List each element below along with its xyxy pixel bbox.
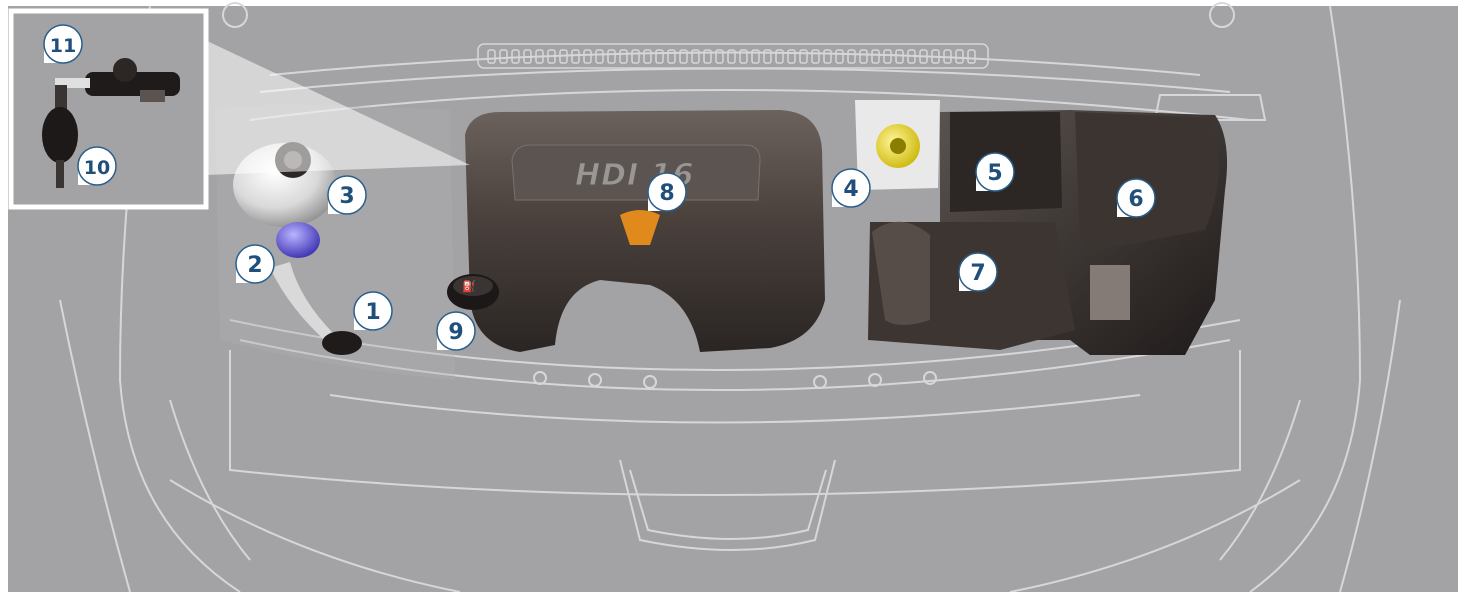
callout-2-label: 2: [247, 253, 262, 278]
dipstick-handle: [620, 210, 660, 245]
callout-6-badge: [1116, 178, 1156, 218]
battery-cover: [1075, 112, 1219, 250]
callout-10-badge: [77, 146, 117, 186]
grille-slots: [487, 49, 976, 64]
grille-slot: [883, 49, 892, 64]
grille-slot: [931, 49, 940, 64]
grille-slot: [895, 49, 904, 64]
callout-1-badge: [353, 291, 393, 331]
grille-slot: [787, 49, 796, 64]
engine-cover-plate: [511, 144, 761, 201]
grille-slot: [967, 49, 976, 64]
grille-slot: [727, 49, 736, 64]
callout-5: 5: [975, 152, 1015, 192]
grille-slot: [595, 49, 604, 64]
grille-slot: [511, 49, 520, 64]
callout-6-label: 6: [1128, 187, 1143, 212]
callout-11: 11: [43, 24, 83, 64]
grille-slot: [523, 49, 532, 64]
callout-2-badge: [235, 244, 275, 284]
grille-slot: [907, 49, 916, 64]
grille-slot: [679, 49, 688, 64]
washer-filler-neck: [270, 262, 335, 345]
oil-filler-cap-top: [453, 276, 493, 296]
grille-slot: [715, 49, 724, 64]
callout-1: 1: [353, 291, 393, 331]
callout-9-badge: [436, 311, 476, 351]
grille-slot: [535, 49, 544, 64]
callout-1-label: 1: [365, 300, 380, 325]
callout-5-badge: [975, 152, 1015, 192]
grille-slot: [667, 49, 676, 64]
grille-slot: [547, 49, 556, 64]
grille-slot: [751, 49, 760, 64]
callout-8: 8: [647, 172, 687, 212]
washer-fluid-cap: [276, 222, 320, 258]
callout-7-label: 7: [970, 261, 985, 286]
grille-slot: [823, 49, 832, 64]
oil-can-icon: ⛽: [462, 280, 476, 293]
inset-pointer: [205, 40, 470, 175]
grille-slot: [619, 49, 628, 64]
grille-slot: [487, 49, 496, 64]
grille-slot: [583, 49, 592, 64]
grille-slot: [943, 49, 952, 64]
grille-slot: [811, 49, 820, 64]
grille-slot: [775, 49, 784, 64]
grille-slot: [703, 49, 712, 64]
callout-5-label: 5: [987, 161, 1002, 186]
callout-layer: 1 2 3 4 5 6 7 8 9 10 11: [43, 24, 1156, 351]
grille-slot: [799, 49, 808, 64]
callout-7: 7: [958, 252, 998, 292]
callout-3-label: 3: [339, 184, 354, 209]
grille-slot: [691, 49, 700, 64]
grille-vents: [477, 43, 989, 69]
grille-slot: [835, 49, 844, 64]
grille-slot: [631, 49, 640, 64]
callout-3-badge: [327, 175, 367, 215]
callout-9-label: 9: [448, 320, 463, 345]
callout-3: 3: [327, 175, 367, 215]
grille-slot: [859, 49, 868, 64]
callout-4-badge: [831, 168, 871, 208]
callout-10-label: 10: [84, 157, 110, 179]
air-intake: [872, 221, 930, 325]
grille-slot: [655, 49, 664, 64]
callout-4-label: 4: [843, 177, 858, 202]
grille-slot: [499, 49, 508, 64]
callout-2: 2: [235, 244, 275, 284]
callout-8-badge: [647, 172, 687, 212]
callout-8-label: 8: [659, 181, 674, 206]
brake-fluid-cap-center: [890, 138, 906, 154]
callout-4: 4: [831, 168, 871, 208]
grille-slot: [739, 49, 748, 64]
priming-pump: [42, 58, 180, 188]
car-body-outline: [59, 2, 1401, 592]
grille-slot: [847, 49, 856, 64]
grille-slot: [643, 49, 652, 64]
relay-block: [1090, 265, 1130, 320]
grille-slot: [871, 49, 880, 64]
callout-11-badge: [43, 24, 83, 64]
power-steering-reservoir: [322, 331, 362, 355]
callout-9: 9: [436, 311, 476, 351]
callout-10: 10: [77, 146, 117, 186]
grille-slot: [607, 49, 616, 64]
callout-6: 6: [1116, 178, 1156, 218]
callout-11-label: 11: [50, 35, 76, 57]
grille-slot: [919, 49, 928, 64]
grille-slot: [559, 49, 568, 64]
grille-slot: [763, 49, 772, 64]
grille-slot: [571, 49, 580, 64]
grille-slot: [955, 49, 964, 64]
callout-7-badge: [958, 252, 998, 292]
